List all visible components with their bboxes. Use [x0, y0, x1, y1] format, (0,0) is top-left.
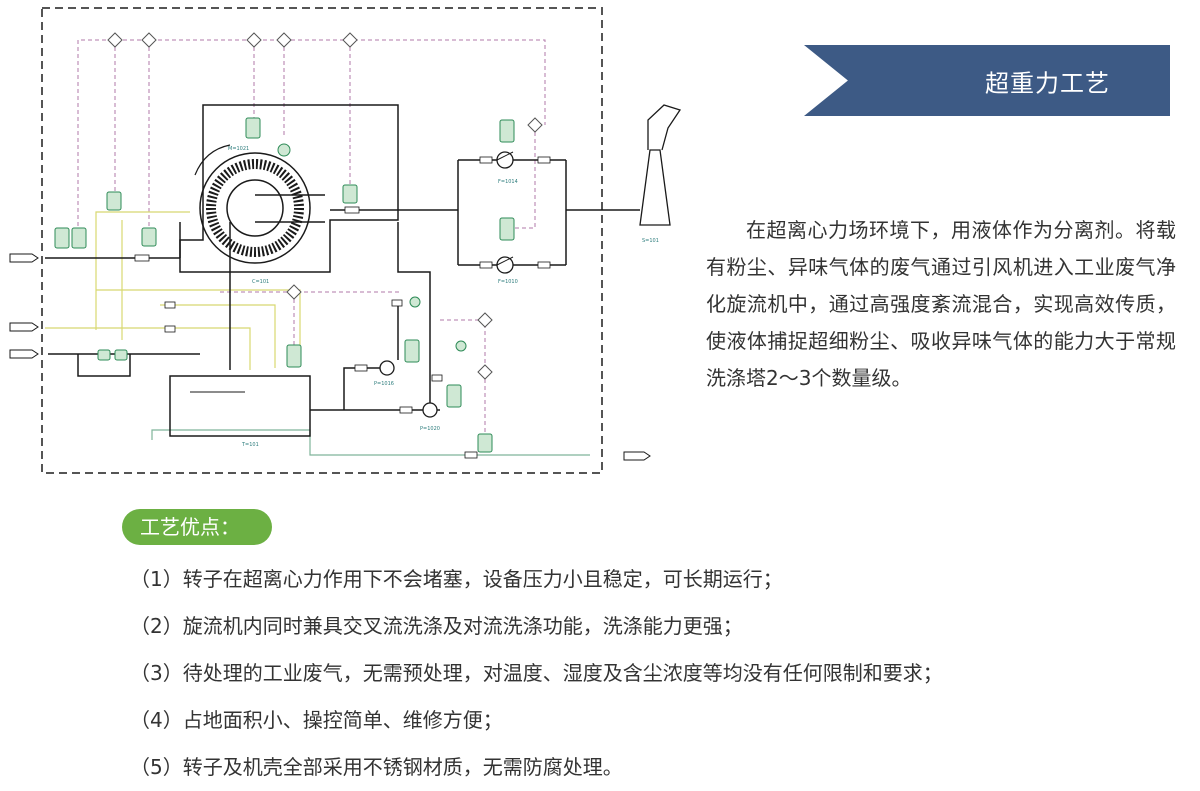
- valves: [134, 156, 551, 459]
- process-lines: [45, 159, 640, 411]
- advantages-list: （1）转子在超离心力作用下不会堵塞，设备压力小且稳定，可长期运行； （2）旋流机…: [130, 556, 943, 791]
- inlet-arrows: [9, 253, 651, 461]
- pump-2: [422, 402, 438, 418]
- fan-bottom: [496, 256, 514, 274]
- fan-bottom-tag: F=1010: [498, 279, 518, 285]
- fan-top-tag: F=1014: [498, 179, 518, 185]
- motor-tag: M=1021: [228, 146, 249, 152]
- rotary-tag: C=101: [252, 279, 269, 285]
- fan-top: [496, 151, 514, 169]
- pump-1-tag: P=1016: [374, 381, 394, 387]
- list-item: （4）占地面积小、操控简单、维修方便；: [130, 708, 503, 732]
- stack-tag: S=101: [642, 238, 659, 244]
- boundary-frame: [41, 7, 603, 474]
- process-flow-diagram: M=1021 F=1014 F=1010 S=101 C=101 T=101 P…: [9, 7, 682, 474]
- list-item: （3）待处理的工业废气，无需预处理，对温度、湿度及含尘浓度等均没有任何限制和要求…: [130, 661, 943, 685]
- tank: [169, 375, 311, 437]
- list-item: （1）转子在超离心力作用下不会堵塞，设备压力小且稳定，可长期运行；: [130, 567, 783, 591]
- banner-title: 超重力工艺: [985, 69, 1110, 97]
- rotor-packing: [206, 159, 304, 257]
- advantages-heading: 工艺优点：: [122, 509, 272, 545]
- title-banner: 超重力工艺: [804, 45, 1170, 116]
- return-line: [151, 429, 590, 456]
- rotor-outer: [199, 152, 311, 264]
- utility-lines-yellow: [45, 211, 301, 370]
- stack: [639, 149, 671, 226]
- instrument-gauges: [54, 117, 515, 453]
- pump-1: [379, 360, 395, 376]
- list-item: （5）转子及机壳全部采用不锈钢材质，无需防腐处理。: [130, 755, 623, 779]
- rotary-casing: [179, 104, 399, 273]
- rotor-core: [226, 179, 284, 237]
- interlock-diamonds: [107, 32, 543, 380]
- tank-tag: T=101: [241, 442, 259, 448]
- process-description: 在超离心力场环境下，用液体作为分离剂。将载有粉尘、异味气体的废气通过引风机进入工…: [706, 218, 1176, 390]
- signal-lines: [77, 39, 546, 440]
- pump-2-tag: P=1020: [420, 426, 440, 432]
- list-item: （2）旋流机内同时兼具交叉流洗涤及对流洗涤功能，洗涤能力更强；: [130, 614, 743, 638]
